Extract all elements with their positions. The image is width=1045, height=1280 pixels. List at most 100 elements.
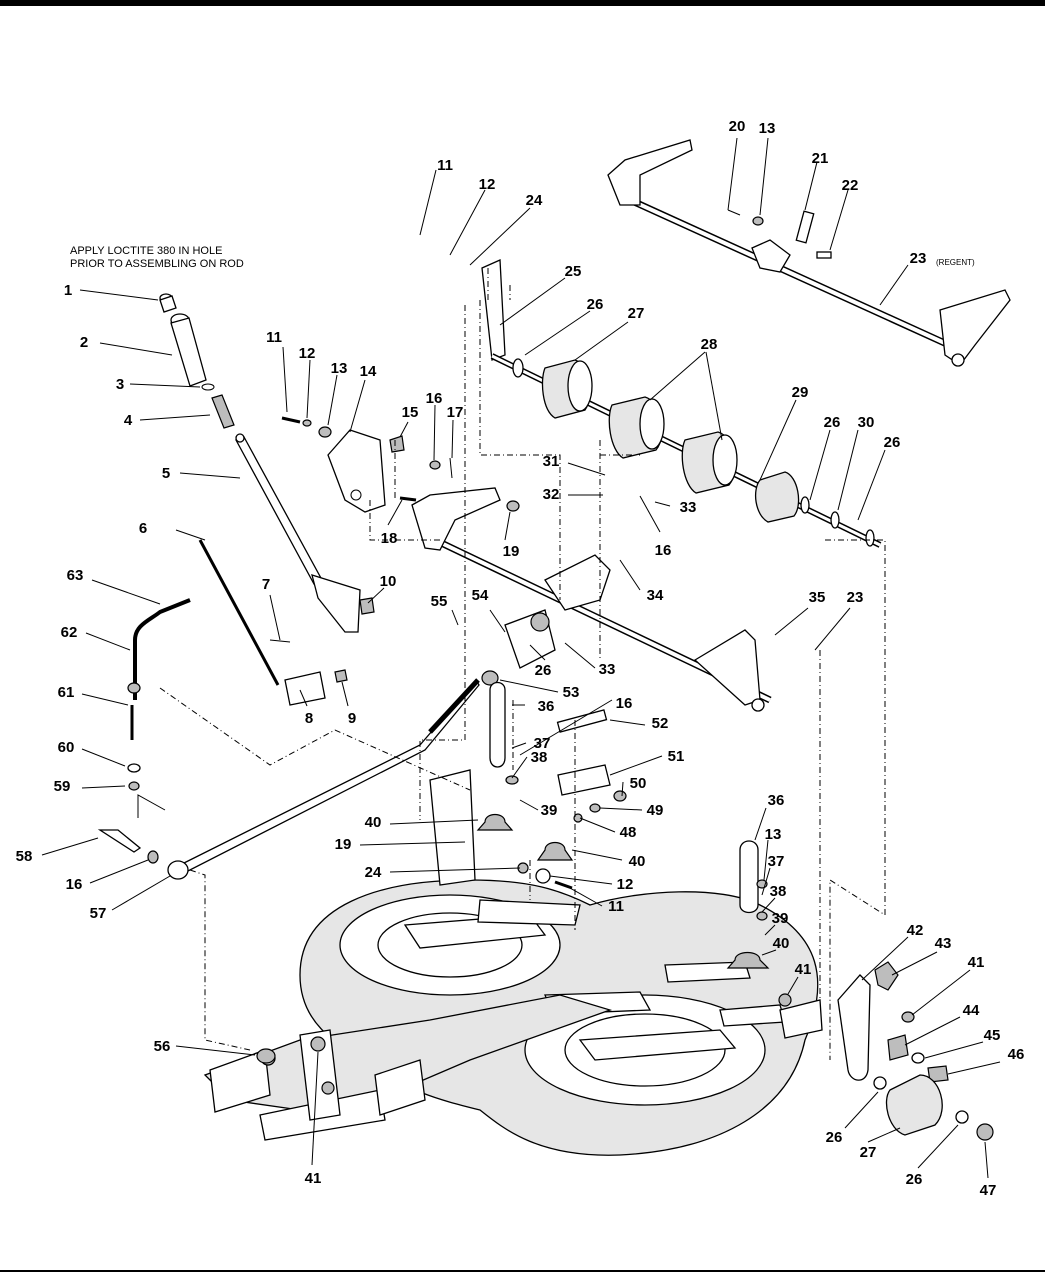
- callout-16b: 16: [655, 542, 672, 559]
- callout-33: 33: [680, 499, 697, 516]
- callout-26c: 26: [884, 434, 901, 451]
- callout-21: 21: [812, 150, 829, 167]
- callout-43: 43: [935, 935, 952, 952]
- callout-38b: 38: [770, 883, 787, 900]
- callout-24: 24: [526, 192, 543, 209]
- regent-rod-assembly: [607, 139, 1011, 367]
- callout-26b: 26: [824, 414, 841, 431]
- callout-54: 54: [472, 587, 489, 604]
- callout-36: 36: [538, 698, 555, 715]
- callout-58: 58: [16, 848, 33, 865]
- callout-10: 10: [380, 573, 397, 590]
- callout-3: 3: [116, 376, 124, 393]
- callout-37b: 37: [768, 853, 785, 870]
- callout-12b: 12: [299, 345, 316, 362]
- callout-52: 52: [652, 715, 669, 732]
- callout-24b: 24: [365, 864, 382, 881]
- callout-20: 20: [729, 118, 746, 135]
- callout-30: 30: [858, 414, 875, 431]
- callout-40c: 40: [773, 935, 790, 952]
- callout-36b: 36: [768, 792, 785, 809]
- callout-41b: 41: [968, 954, 985, 971]
- callout-23: 23: [910, 250, 927, 267]
- callout-14: 14: [360, 363, 377, 380]
- callout-34: 34: [647, 587, 664, 604]
- bottom-rule: [0, 1270, 1045, 1272]
- lift-lever: [159, 293, 375, 706]
- loctite-note-line2: PRIOR TO ASSEMBLING ON ROD: [70, 258, 244, 270]
- callout-16d: 16: [66, 876, 83, 893]
- callout-11c: 11: [608, 898, 624, 915]
- callout-1: 1: [64, 282, 72, 299]
- callout-55: 55: [431, 593, 448, 610]
- callout-29: 29: [792, 384, 809, 401]
- callout-23b: 23: [847, 589, 864, 606]
- callout-28: 28: [701, 336, 718, 353]
- callout-numbers: 20 13 21 22 23 11 12 24 25 26 27 28 29 2…: [16, 118, 1025, 1199]
- callout-56: 56: [154, 1038, 171, 1055]
- callout-40: 40: [365, 814, 382, 831]
- loctite-note-line1: APPLY LOCTITE 380 IN HOLE: [70, 245, 222, 257]
- callout-50: 50: [630, 775, 647, 792]
- callout-39b: 39: [772, 910, 789, 927]
- callout-16c: 16: [616, 695, 633, 712]
- callout-47: 47: [980, 1182, 997, 1199]
- callout-39: 39: [541, 802, 558, 819]
- callout-11b: 11: [266, 329, 282, 346]
- callout-60: 60: [58, 739, 75, 756]
- callout-19: 19: [503, 543, 520, 560]
- callout-11: 11: [437, 157, 453, 174]
- callout-9: 9: [348, 710, 356, 727]
- callout-16: 16: [426, 390, 443, 407]
- callout-35: 35: [809, 589, 826, 606]
- callout-51: 51: [668, 748, 685, 765]
- callout-46: 46: [1008, 1046, 1025, 1063]
- callout-41c: 41: [305, 1170, 322, 1187]
- callout-25: 25: [565, 263, 582, 280]
- lift-rod-assembly: [411, 487, 772, 712]
- callout-27b: 27: [860, 1144, 877, 1161]
- callout-2: 2: [80, 334, 88, 351]
- callout-4: 4: [124, 412, 133, 429]
- callout-42: 42: [907, 922, 924, 939]
- callout-17: 17: [447, 404, 464, 421]
- bushing-56: [256, 1048, 276, 1064]
- callout-40b: 40: [629, 853, 646, 870]
- callout-44: 44: [963, 1002, 980, 1019]
- callout-45: 45: [984, 1027, 1001, 1044]
- top-rule: [0, 0, 1045, 6]
- callout-12: 12: [479, 176, 496, 193]
- mower-deck: [203, 879, 823, 1156]
- regent-label: (REGENT): [936, 258, 975, 267]
- callout-26f: 26: [906, 1171, 923, 1188]
- callout-62: 62: [61, 624, 78, 641]
- deck-lift-handle: [127, 598, 191, 818]
- callout-8: 8: [305, 710, 313, 727]
- callout-37: 37: [534, 735, 551, 752]
- callout-22: 22: [842, 177, 859, 194]
- leader-lines: [41, 137, 1001, 1179]
- side-roller-assembly: [837, 961, 994, 1141]
- callout-6: 6: [139, 520, 147, 537]
- callout-12c: 12: [617, 876, 634, 893]
- callout-57: 57: [90, 905, 107, 922]
- callout-38: 38: [531, 749, 548, 766]
- callout-33b: 33: [599, 661, 616, 678]
- detent-plate: [281, 416, 520, 513]
- callout-26: 26: [587, 296, 604, 313]
- callout-5: 5: [162, 465, 170, 482]
- callout-53: 53: [563, 684, 580, 701]
- callout-63: 63: [67, 567, 84, 584]
- hanger-parts: [260, 681, 792, 1066]
- callout-13b: 13: [331, 360, 348, 377]
- callout-59: 59: [54, 778, 71, 795]
- callout-18: 18: [381, 530, 398, 547]
- callout-48: 48: [620, 824, 637, 841]
- callout-31: 31: [543, 453, 560, 470]
- callout-41: 41: [795, 961, 812, 978]
- callout-61: 61: [58, 684, 75, 701]
- callout-26e: 26: [826, 1129, 843, 1146]
- callout-13c: 13: [765, 826, 782, 843]
- callout-32: 32: [543, 486, 560, 503]
